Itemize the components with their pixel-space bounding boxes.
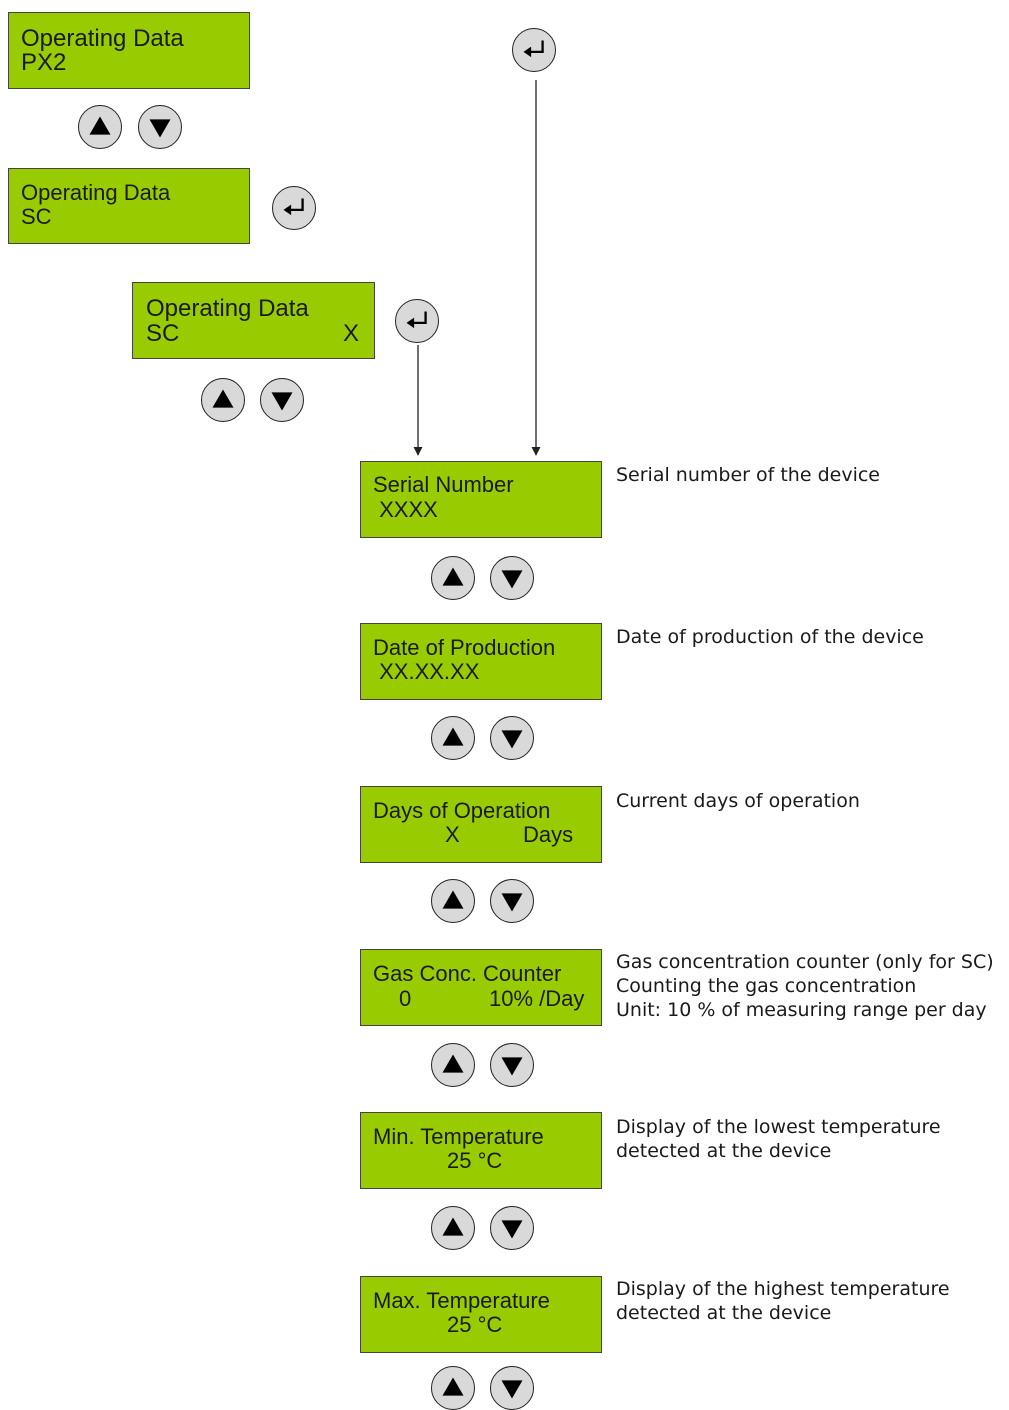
- down-button[interactable]: [490, 879, 534, 923]
- up-button[interactable]: [431, 716, 475, 760]
- lcd-line-2: SC: [146, 320, 180, 347]
- down-arrow-icon: [501, 1057, 523, 1076]
- up-arrow-icon: [442, 1054, 464, 1073]
- lcd-line-2: 25 °C: [447, 1148, 503, 1173]
- lcd-days-of-operation: Days of Operation X Days: [360, 786, 602, 863]
- description-line: Display of the highest temperature: [616, 1278, 950, 1300]
- lcd-min-temperature: Min. Temperature 25 °C: [360, 1112, 602, 1189]
- enter-button[interactable]: [395, 299, 439, 343]
- lcd-line-1: Operating Data: [146, 295, 309, 322]
- description-line: detected at the device: [616, 1140, 832, 1162]
- up-arrow-icon: [442, 890, 464, 909]
- lcd-line-1: Gas Conc. Counter: [373, 961, 562, 986]
- enter-button[interactable]: [512, 28, 556, 72]
- description-line: Serial number of the device: [616, 464, 880, 486]
- lcd-line-1: Operating Data: [21, 180, 171, 205]
- description-line: Gas concentration counter (only for SC): [616, 951, 994, 973]
- lcd-line-2-right: X: [343, 320, 360, 347]
- down-arrow-icon: [501, 730, 523, 749]
- lcd-line-1: Max. Temperature: [373, 1288, 550, 1313]
- down-arrow-icon: [271, 392, 293, 411]
- lcd-line-2: SC: [21, 204, 52, 229]
- lcd-line-1: Min. Temperature: [373, 1124, 544, 1149]
- lcd-operating-data-sc-x: Operating Data SC X: [132, 282, 375, 359]
- lcd-line-1: Days of Operation: [373, 798, 551, 823]
- description-line: Date of production of the device: [616, 626, 924, 648]
- lcd-line-2: XXXX: [373, 497, 438, 522]
- lcd-line-2-value: X: [445, 822, 460, 847]
- description-date-of-production: Date of production of the device: [616, 625, 924, 649]
- description-line: Display of the lowest temperature: [616, 1116, 941, 1138]
- lcd-date-of-production: Date of Production XX.XX.XX: [360, 623, 602, 700]
- lcd-line-2-unit: Days: [523, 822, 574, 847]
- description-line: Counting the gas concentration: [616, 975, 917, 997]
- up-button[interactable]: [78, 105, 122, 149]
- down-button[interactable]: [138, 105, 182, 149]
- lcd-line-2: 25 °C: [447, 1312, 503, 1337]
- lcd-line-2-unit: 10% /Day: [489, 986, 585, 1011]
- description-days-of-operation: Current days of operation: [616, 789, 860, 813]
- down-button[interactable]: [490, 1366, 534, 1410]
- description-line: detected at the device: [616, 1302, 832, 1324]
- up-button[interactable]: [431, 1043, 475, 1087]
- up-button[interactable]: [431, 1206, 475, 1250]
- up-arrow-icon: [212, 389, 234, 408]
- up-arrow-icon: [442, 1377, 464, 1396]
- description-min-temperature: Display of the lowest temperature detect…: [616, 1115, 941, 1163]
- description-line: Current days of operation: [616, 790, 860, 812]
- up-button[interactable]: [201, 378, 245, 422]
- enter-button[interactable]: [272, 186, 316, 230]
- up-arrow-icon: [89, 116, 111, 135]
- lcd-gas-conc-counter: Gas Conc. Counter 0 10% /Day: [360, 949, 602, 1026]
- lcd-serial-number: Serial Number XXXX: [360, 461, 602, 538]
- down-button[interactable]: [490, 716, 534, 760]
- lcd-line-2: PX2: [21, 49, 67, 76]
- up-arrow-icon: [442, 1217, 464, 1236]
- down-arrow-icon: [501, 1220, 523, 1239]
- down-button[interactable]: [490, 1206, 534, 1250]
- description-max-temperature: Display of the highest temperature detec…: [616, 1277, 950, 1325]
- enter-icon: [406, 311, 427, 329]
- up-arrow-icon: [442, 567, 464, 586]
- lcd-line-1: Operating Data: [21, 25, 184, 52]
- lcd-max-temperature: Max. Temperature 25 °C: [360, 1276, 602, 1353]
- up-arrow-icon: [442, 727, 464, 746]
- lcd-line-1: Date of Production: [373, 635, 556, 660]
- description-serial-number: Serial number of the device: [616, 463, 880, 487]
- enter-icon: [523, 40, 544, 58]
- up-button[interactable]: [431, 879, 475, 923]
- lcd-operating-data-px2: Operating Data PX2: [8, 12, 250, 89]
- lcd-operating-data-sc: Operating Data SC: [8, 168, 250, 244]
- down-button[interactable]: [490, 556, 534, 600]
- lcd-line-2-value: 0: [399, 986, 412, 1011]
- lcd-line-1: Serial Number: [373, 472, 514, 497]
- description-gas-conc-counter: Gas concentration counter (only for SC) …: [616, 950, 994, 1022]
- down-button[interactable]: [260, 378, 304, 422]
- enter-icon: [283, 198, 304, 216]
- down-arrow-icon: [149, 119, 171, 138]
- down-button[interactable]: [490, 1043, 534, 1087]
- down-arrow-icon: [501, 893, 523, 912]
- lcd-line-2: XX.XX.XX: [373, 659, 480, 684]
- down-arrow-icon: [501, 570, 523, 589]
- up-button[interactable]: [431, 1366, 475, 1410]
- up-button[interactable]: [431, 556, 475, 600]
- description-line: Unit: 10 % of measuring range per day: [616, 999, 987, 1021]
- down-arrow-icon: [501, 1380, 523, 1399]
